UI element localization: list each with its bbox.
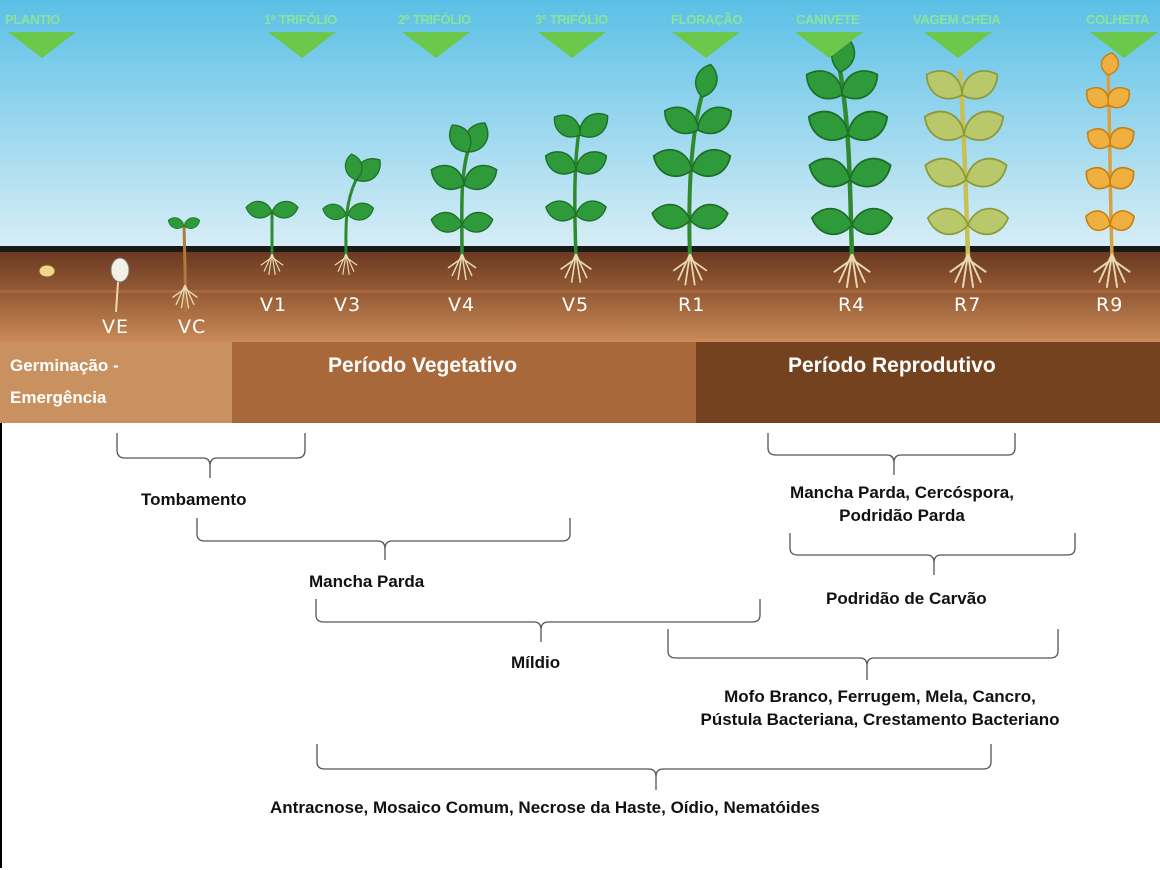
disease-repro-foliar-line2: Podridão Parda — [752, 504, 1052, 527]
disease-mofo-line1: Mofo Branco, Ferrugem, Mela, Cancro, — [640, 685, 1120, 708]
bracket-tombamento — [117, 433, 305, 478]
disease-general: Antracnose, Mosaico Comum, Necrose da Ha… — [270, 796, 820, 819]
disease-repro-foliar-line1: Mancha Parda, Cercóspora, — [752, 481, 1052, 504]
bracket-repro-foliar — [768, 433, 1015, 475]
bracket-mancha-parda — [197, 518, 570, 560]
disease-mildio: Míldio — [511, 651, 560, 674]
bracket-mofo — [668, 629, 1058, 680]
bracket-general — [317, 744, 991, 790]
disease-carvao: Podridão de Carvão — [826, 587, 987, 610]
bracket-carvao — [790, 533, 1075, 575]
disease-mofo-line2: Pústula Bacteriana, Crestamento Bacteria… — [640, 708, 1120, 731]
disease-mancha-parda: Mancha Parda — [309, 570, 424, 593]
disease-mofo: Mofo Branco, Ferrugem, Mela, Cancro, Pús… — [640, 685, 1120, 731]
disease-tombamento: Tombamento — [141, 488, 246, 511]
bracket-mildio — [316, 599, 760, 642]
disease-repro-foliar: Mancha Parda, Cercóspora, Podridão Parda — [752, 481, 1052, 527]
